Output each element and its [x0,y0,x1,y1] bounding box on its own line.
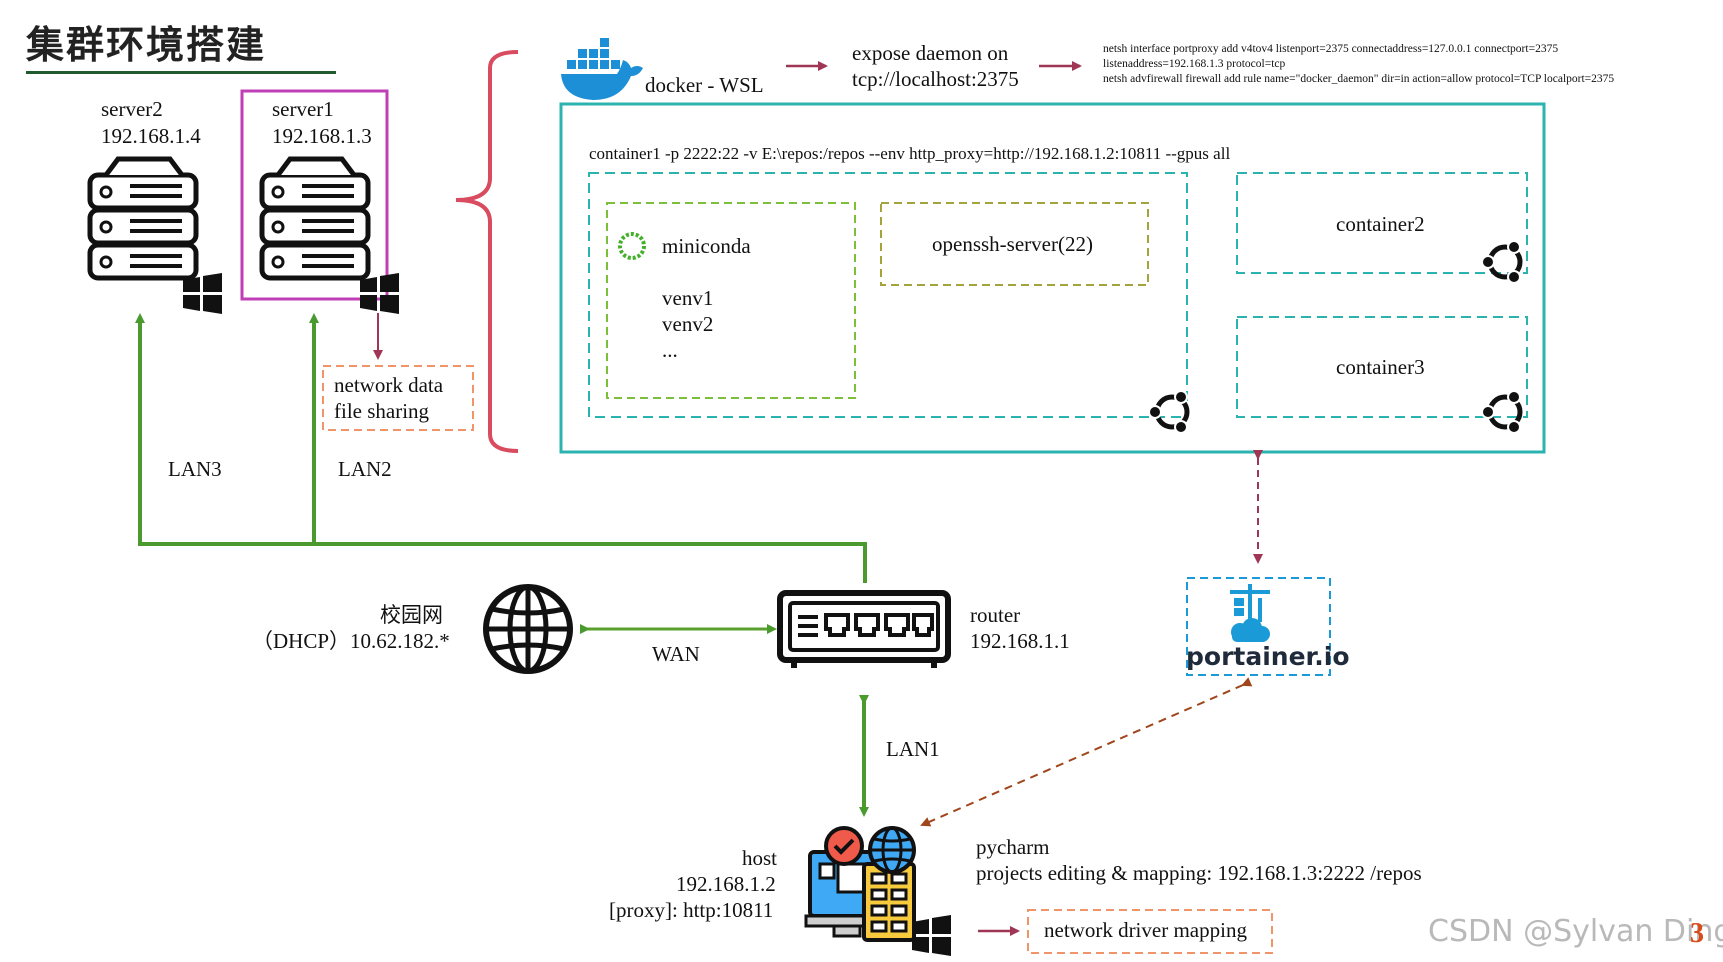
wsl-box [559,102,1546,454]
netsh-line3: netsh advfirewall firewall add rule name… [1103,73,1615,85]
lan-lines [135,313,869,817]
windows-icon-server1 [360,273,399,314]
router-icon [777,590,951,668]
globe-icon [483,584,573,674]
ubuntu-icon-container2 [1481,240,1523,284]
portainer-label: portainer.io [1186,642,1350,671]
docker-label: docker - WSL [645,73,764,97]
campus-dhcp: （DHCP）10.62.182.* [252,629,450,653]
page-title: 集群环境搭建 [26,23,267,67]
expose-line2: tcp://localhost:2375 [852,67,1019,91]
lan2-label: LAN2 [338,457,392,481]
server2-icon [87,156,199,281]
windows-icon-server2 [183,273,222,314]
page-number: 3 [1690,918,1704,949]
server2-name: server2 [101,97,163,121]
env-venv1: venv1 [662,286,714,310]
miniconda-label: miniconda [662,234,751,258]
host-icon [804,826,916,942]
env-venv2: venv2 [662,312,714,336]
server1-highlight-box [240,89,389,301]
portainer-box [1186,577,1331,676]
router-ip: 192.168.1.1 [970,629,1070,653]
server1-ip: 192.168.1.3 [272,124,372,148]
windows-icon-host [912,915,951,956]
container3-label: container3 [1336,355,1425,379]
pycharm-line1: pycharm [976,835,1050,859]
server2-ip: 192.168.1.4 [101,124,201,148]
server1-name: server1 [272,97,334,121]
container1-command: container1 -p 2222:22 -v E:\repos:/repos… [589,144,1231,163]
ubuntu-icon-container1 [1148,390,1190,434]
container3-box [1236,316,1528,418]
wan-label: WAN [652,642,700,666]
docker-icon [561,38,643,100]
openssh-box [880,202,1149,286]
ubuntu-icon-container3 [1481,390,1523,434]
portainer-icon [1230,584,1270,642]
host-name: host [742,846,778,870]
router-name: router [970,603,1021,627]
lan1-label: LAN1 [886,737,940,761]
container2-label: container2 [1336,212,1425,236]
netsh-line2: listenaddress=192.168.1.3 protocol=tcp [1103,58,1286,70]
campus-name: 校园网 [380,603,443,627]
netsh-line1: netsh interface portproxy add v4tov4 lis… [1103,43,1559,55]
driver-box [1027,909,1273,954]
container2-box [1236,172,1528,274]
server1-icon [259,156,371,281]
share-line1: network data [334,373,444,397]
host-proxy: [proxy]: http:10811 [609,898,774,922]
watermark: CSDN @Sylvan Ding [1428,914,1723,949]
host-portainer-link [920,677,1253,827]
expose-line1: expose daemon on [852,41,1009,65]
lan3-label: LAN3 [168,457,222,481]
pycharm-line2: projects editing & mapping: 192.168.1.3:… [976,861,1422,885]
miniconda-icon [618,232,646,260]
share-line2: file sharing [334,399,430,423]
network-driver-label: network driver mapping [1044,918,1247,942]
share-box [322,365,474,431]
miniconda-box [606,202,856,399]
host-ip: 192.168.1.2 [676,872,776,896]
title-underline [26,71,336,74]
brace [455,50,519,453]
openssh-label: openssh-server(22) [932,232,1093,256]
container1-box [588,172,1188,418]
env-more: ... [662,338,678,362]
